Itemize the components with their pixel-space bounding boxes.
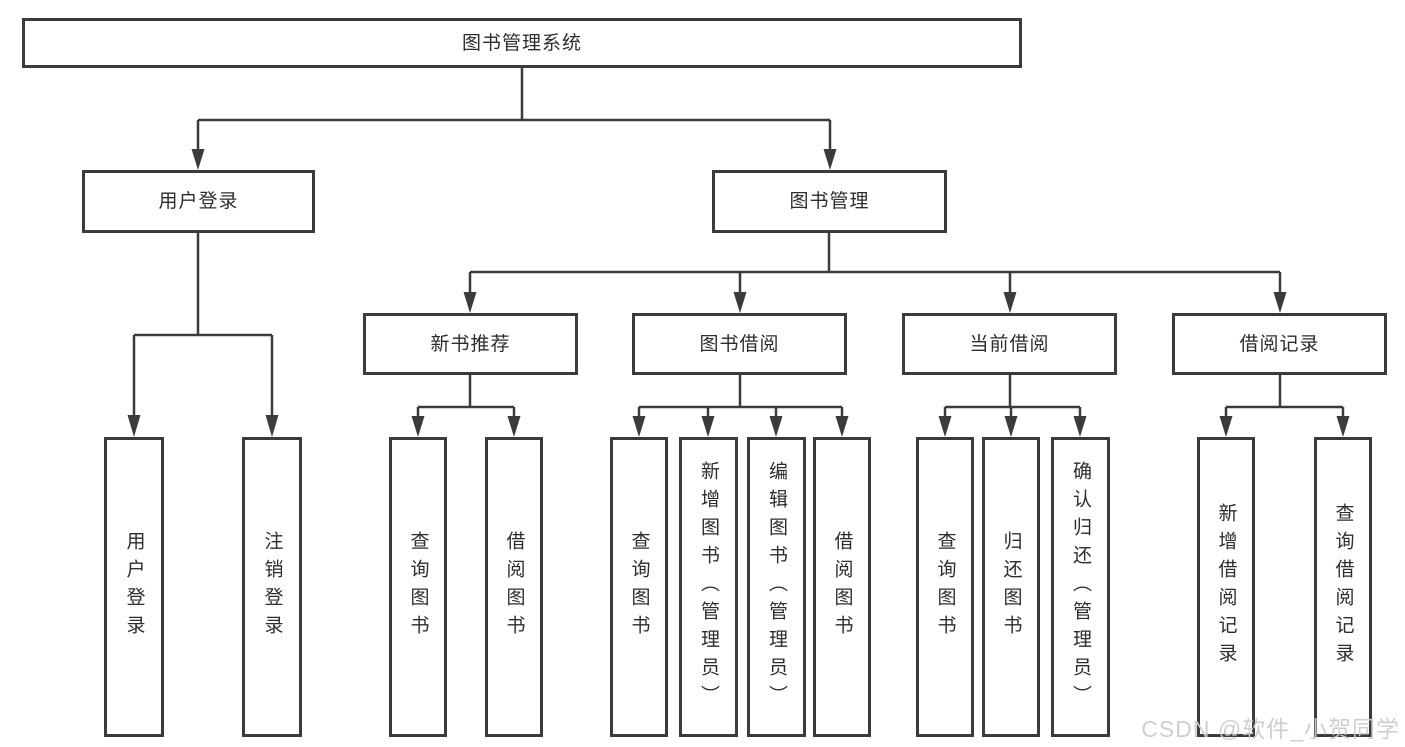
node-new-book-recommend: 新书推荐: [363, 313, 578, 375]
node-current-borrow: 当前借阅: [902, 313, 1117, 375]
node-root-book-management-system: 图书管理系统: [22, 18, 1022, 68]
node-leaf-add-books-admin: 新增图书（管理员）: [679, 437, 738, 737]
node-leaf-return-books: 归还图书: [982, 437, 1040, 737]
node-leaf-edit-books-admin: 编辑图书（管理员）: [747, 437, 806, 737]
node-leaf-query-books-3: 查询图书: [916, 437, 974, 737]
node-leaf-borrow-books-2: 借阅图书: [813, 437, 871, 737]
node-leaf-user-login: 用户登录: [104, 437, 164, 737]
node-leaf-logout: 注销登录: [242, 437, 302, 737]
node-leaf-query-books-2: 查询图书: [610, 437, 668, 737]
node-leaf-add-borrow-record: 新增借阅记录: [1197, 437, 1255, 737]
node-user-login: 用户登录: [82, 170, 315, 233]
node-book-management: 图书管理: [712, 170, 947, 233]
node-leaf-confirm-return-admin: 确认归还（管理员）: [1051, 437, 1110, 737]
node-leaf-query-books-1: 查询图书: [389, 437, 447, 737]
csdn-watermark: CSDN @软件_小贺同学: [1141, 716, 1400, 742]
node-leaf-query-borrow-record: 查询借阅记录: [1314, 437, 1372, 737]
node-book-borrow: 图书借阅: [632, 313, 847, 375]
node-borrow-records: 借阅记录: [1172, 313, 1387, 375]
node-leaf-borrow-books-1: 借阅图书: [485, 437, 543, 737]
